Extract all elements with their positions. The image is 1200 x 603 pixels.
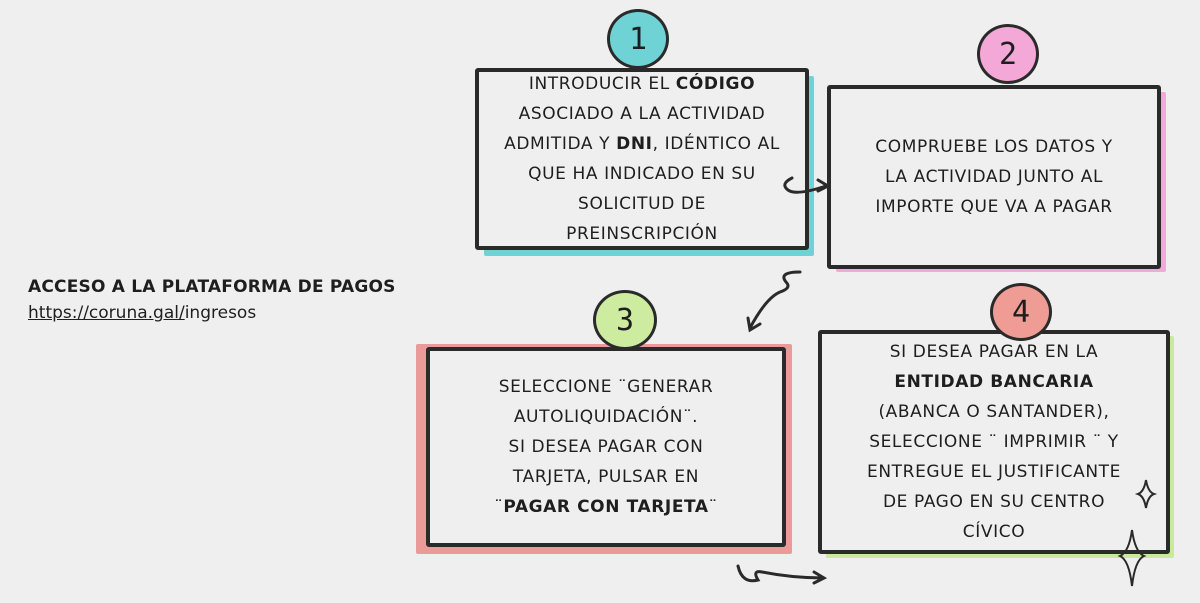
step-2-badge: 2: [977, 24, 1039, 84]
bold-text: ENTIDAD BANCARIA: [894, 372, 1094, 392]
step-4-line: ENTREGUE EL JUSTIFICANTE: [867, 457, 1121, 487]
text: QUE HA INDICADO EN SU: [528, 164, 756, 184]
bold-text: CÓDIGO: [675, 74, 756, 94]
step-1-line: ASOCIADO A LA ACTIVIDAD: [519, 99, 766, 129]
arrow-1-to-2: [783, 176, 832, 194]
text: AUTOLIQUIDACIÓN¨.: [513, 407, 699, 427]
text: SELECCIONE ¨ IMPRIMIR ¨ Y: [869, 432, 1119, 452]
step-number: 4: [1011, 294, 1031, 330]
text: IMPORTE QUE VA A PAGAR: [875, 197, 1113, 217]
sparkle-icon: [1134, 479, 1158, 509]
text: LA ACTIVIDAD JUNTO AL: [884, 167, 1104, 187]
text: ¨: [708, 497, 718, 517]
step-4-badge: 4: [990, 283, 1052, 341]
text: ADMITIDA Y: [504, 134, 617, 154]
step-1-line: INTRODUCIR EL CÓDIGO: [529, 69, 755, 99]
text: ASOCIADO A LA ACTIVIDAD: [518, 104, 766, 124]
text: SOLICITUD DE: [578, 194, 706, 214]
text: COMPRUEBE LOS DATOS Y: [875, 137, 1113, 157]
step-2-box: COMPRUEBE LOS DATOS Y LA ACTIVIDAD JUNTO …: [827, 85, 1161, 269]
step-1-line: SOLICITUD DE: [578, 189, 706, 219]
step-3-line: SI DESEA PAGAR CON: [509, 432, 704, 462]
step-3-line: ¨PAGAR CON TARJETA¨: [494, 492, 718, 522]
access-title: ACCESO A LA PLATAFORMA DE PAGOS: [28, 277, 396, 297]
step-3-box: SELECCIONE ¨GENERAR AUTOLIQUIDACIÓN¨. SI D…: [426, 347, 786, 547]
bold-text: DNI: [616, 134, 653, 154]
text: DE PAGO EN SU CENTRO: [882, 492, 1106, 512]
step-2-line: LA ACTIVIDAD JUNTO AL: [885, 162, 1103, 192]
step-2-line: IMPORTE QUE VA A PAGAR: [875, 192, 1112, 222]
arrow-3-to-4: [736, 564, 828, 585]
step-4-line: (ABANCA O SANTANDER),: [878, 397, 1109, 427]
text: CÍVICO: [962, 522, 1026, 542]
text: INTRODUCIR EL: [528, 74, 676, 94]
step-1-line: ADMITIDA Y DNI, IDÉNTICO AL: [504, 129, 780, 159]
step-4-line: ENTIDAD BANCARIA: [894, 367, 1093, 397]
step-number: 2: [998, 36, 1018, 72]
step-3-line: SELECCIONE ¨GENERAR: [499, 372, 714, 402]
step-3-badge: 3: [593, 290, 657, 350]
step-4-line: SELECCIONE ¨ IMPRIMIR ¨ Y: [869, 427, 1119, 457]
platform-link[interactable]: https://coruna.gal/: [28, 303, 185, 323]
text: SI DESEA PAGAR EN LA: [889, 342, 1099, 362]
step-1-line: QUE HA INDICADO EN SU: [528, 159, 756, 189]
step-4-line: DE PAGO EN SU CENTRO: [883, 487, 1105, 517]
text: ¨: [494, 497, 504, 517]
text: PREINSCRIPCIÓN: [566, 224, 718, 244]
step-number: 1: [628, 21, 648, 57]
arrow-2-to-3: [746, 270, 802, 333]
text: TARJETA, PULSAR EN: [512, 467, 700, 487]
step-1-badge: 1: [607, 9, 669, 69]
step-number: 3: [615, 302, 635, 338]
sparkle-icon: [1117, 529, 1147, 587]
step-4-line: CÍVICO: [963, 517, 1025, 547]
platform-link-suffix[interactable]: ingresos: [184, 303, 257, 323]
text: SI DESEA PAGAR CON: [508, 437, 704, 457]
step-1-line: PREINSCRIPCIÓN: [566, 219, 718, 249]
text: (ABANCA O SANTANDER),: [878, 402, 1110, 422]
step-4-box: SI DESEA PAGAR EN LA ENTIDAD BANCARIA (ABA…: [818, 330, 1170, 554]
text: SELECCIONE ¨GENERAR: [498, 377, 714, 397]
bold-text: PAGAR CON TARJETA: [503, 497, 709, 517]
access-info: ACCESO A LA PLATAFORMA DE PAGOS https://…: [28, 274, 396, 326]
text: , IDÉNTICO AL: [652, 134, 780, 154]
step-2-line: COMPRUEBE LOS DATOS Y: [875, 132, 1112, 162]
step-1-box: INTRODUCIR EL CÓDIGO ASOCIADO A LA ACTIVI…: [475, 68, 809, 250]
step-4-line: SI DESEA PAGAR EN LA: [890, 337, 1098, 367]
step-3-line: TARJETA, PULSAR EN: [513, 462, 699, 492]
text: ENTREGUE EL JUSTIFICANTE: [867, 462, 1121, 482]
step-3-line: AUTOLIQUIDACIÓN¨.: [514, 402, 698, 432]
